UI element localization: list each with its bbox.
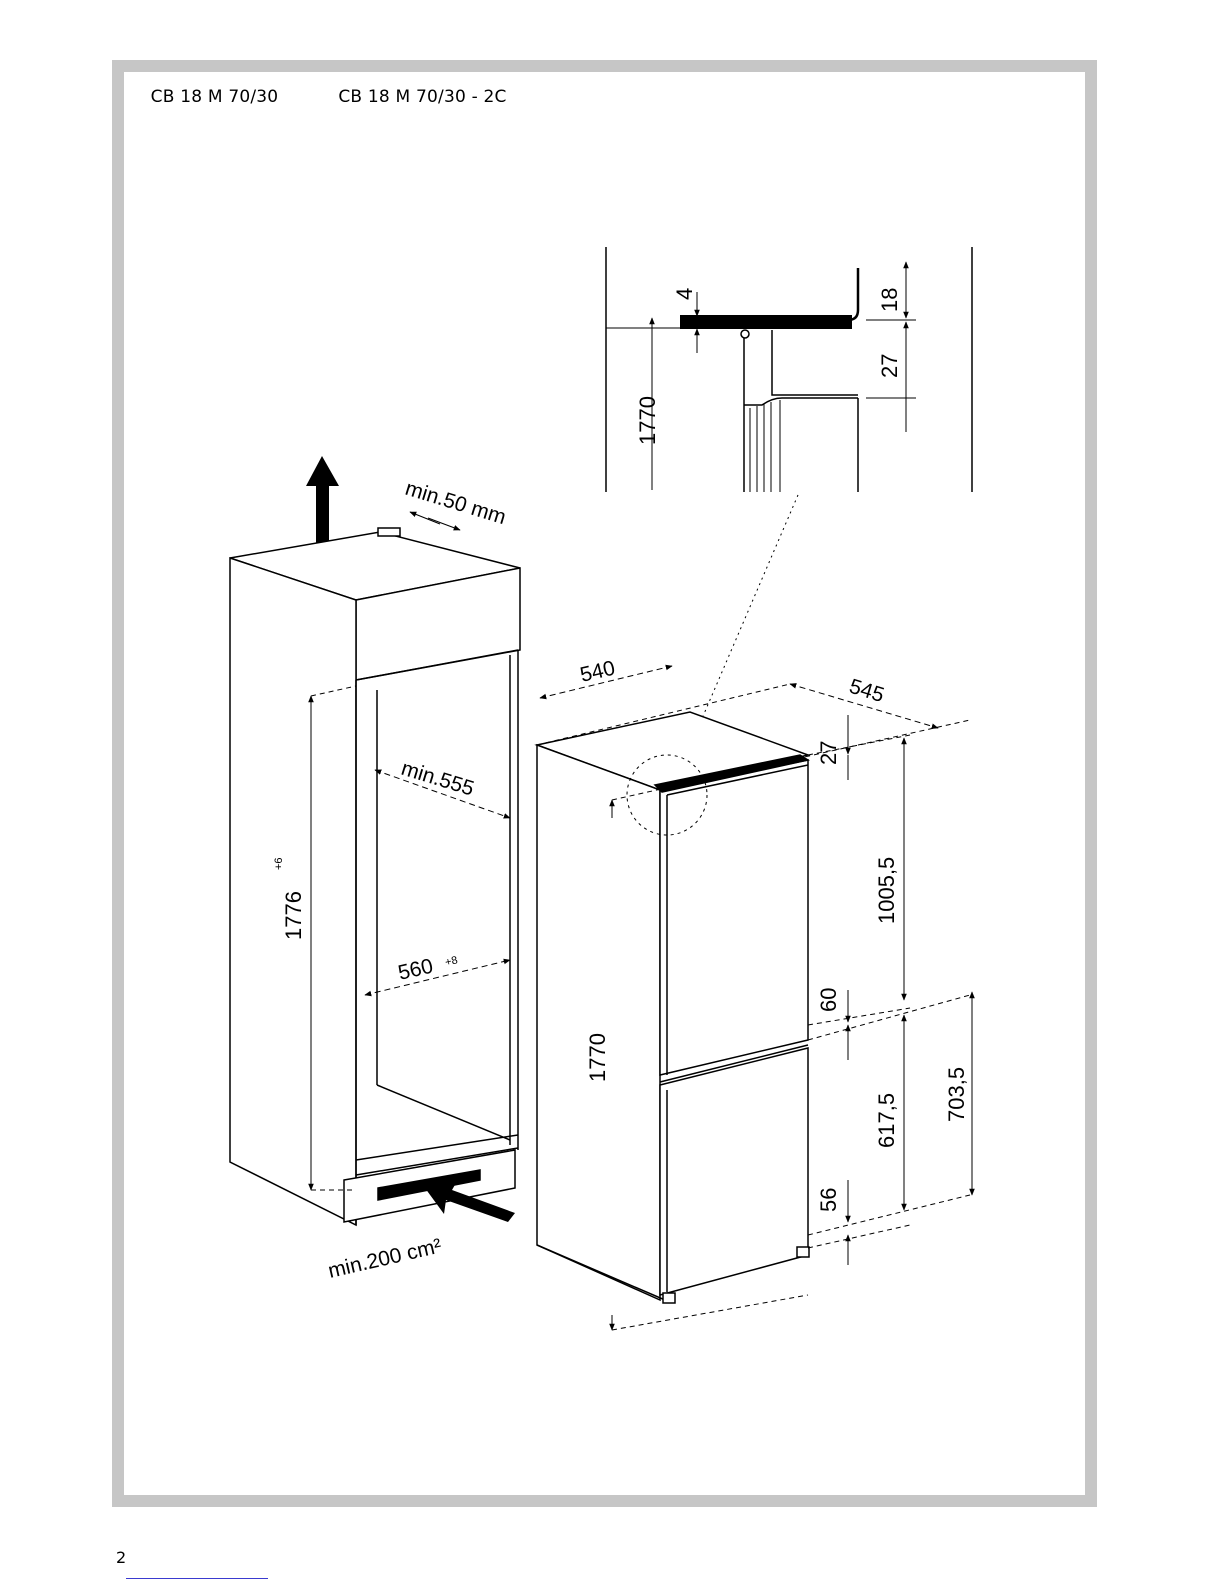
appliance-top-gap-text: 27 (816, 741, 841, 765)
detail-thickness-text: 4 (672, 288, 697, 300)
niche-bottom-vent-text: min.200 cm² (326, 1234, 444, 1282)
appliance-drawing (537, 666, 972, 1330)
detail-gap-text: 27 (877, 354, 902, 378)
niche-width-text: 560 (396, 955, 435, 985)
niche-width-tolerance-text: +8 (444, 954, 459, 969)
niche-height-text: 1776 (281, 891, 306, 940)
page-number: 2 (116, 1548, 126, 1567)
appliance-upper-door-text: 1005,5 (874, 857, 899, 924)
appliance-lower-total-text: 703,5 (944, 1067, 969, 1122)
detail-top-text: 18 (877, 288, 902, 312)
appliance-height-text: 1770 (585, 1033, 610, 1082)
footer-link-underline[interactable] (126, 1578, 268, 1579)
niche-depth-text: min.555 (399, 757, 477, 801)
air-out-arrow (306, 456, 339, 545)
appliance-width-text: 540 (578, 657, 617, 687)
top-panel (680, 315, 852, 329)
niche-drawing (230, 456, 520, 1225)
niche-height-tolerance-text: +6 (273, 857, 285, 870)
niche-top-vent-text: min.50 mm (403, 477, 509, 529)
detail-view (606, 247, 972, 492)
appliance-bottom-gap-text: 56 (816, 1188, 841, 1212)
appliance-door-gap-text: 60 (816, 988, 841, 1012)
appliance-lower-door-text: 617,5 (874, 1093, 899, 1148)
detail-height-text: 1770 (635, 396, 660, 445)
